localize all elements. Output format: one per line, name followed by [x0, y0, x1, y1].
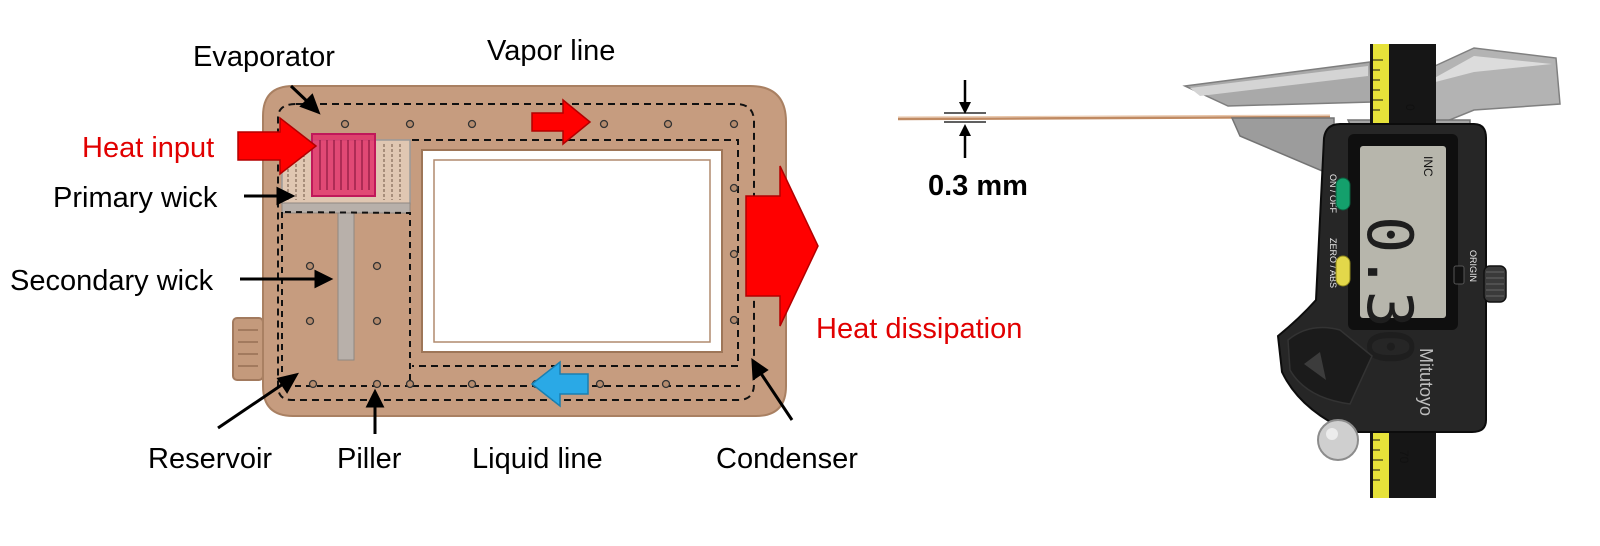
- pillar: [405, 119, 415, 129]
- origin-text: ORIGIN: [1468, 250, 1478, 282]
- pillar: [663, 119, 673, 129]
- secondary-wick: [337, 212, 355, 361]
- primary-wick-label: Primary wick: [53, 182, 218, 214]
- liquid-line-label: Liquid line: [472, 443, 603, 475]
- heat-dissipation-label: Heat dissipation: [816, 313, 1022, 345]
- heat-input-label: Heat input: [82, 132, 214, 164]
- zero-abs-text: ZERO / ABS: [1328, 238, 1338, 288]
- pillar: [467, 119, 477, 129]
- pillar: [729, 249, 739, 259]
- pillar: [729, 119, 739, 129]
- pillar: [661, 379, 671, 389]
- lcd-inc-indicator: INC: [1421, 156, 1435, 177]
- zero-abs-button: [1335, 255, 1351, 287]
- caliper-lower-jaw-fixed: [1230, 117, 1335, 178]
- pillar: [305, 261, 315, 271]
- pillar: [405, 379, 415, 389]
- secondary-wick-label: Secondary wick: [10, 265, 214, 297]
- piller-label: Piller: [337, 443, 402, 475]
- lcd-screen: [1360, 146, 1446, 318]
- lcd-reading: 0.30: [1353, 216, 1426, 365]
- pillar: [467, 379, 477, 389]
- pillar: [372, 316, 382, 326]
- pillar: [308, 379, 318, 389]
- pillar: [372, 261, 382, 271]
- thickness-label: 0.3 mm: [928, 170, 1028, 202]
- origin-button: [1453, 265, 1465, 285]
- scale-zero-label: 0: [1403, 104, 1417, 111]
- pillar: [729, 183, 739, 193]
- brand-logo-text: Mitutoyo: [1416, 348, 1436, 416]
- fill-tab: [232, 317, 264, 381]
- liquid-flow-arrow: [530, 360, 589, 408]
- window-frame: [421, 149, 723, 353]
- pillar: [340, 119, 350, 129]
- pillar: [372, 379, 382, 389]
- condenser-label: Condenser: [716, 443, 858, 475]
- digital-caliper: 0 70 INC 0.30 ON / OFF ZERO / ABS ORIGIN…: [1182, 44, 1561, 498]
- scale-seventy-label: 70: [1397, 450, 1411, 464]
- pillar: [599, 119, 609, 129]
- heat-input-arrow: [237, 116, 318, 176]
- heat-dissipation-arrow: [745, 165, 819, 327]
- reservoir-label: Reservoir: [148, 443, 272, 475]
- pillar: [305, 316, 315, 326]
- pointer-arrows: [217, 84, 794, 434]
- pillars: [305, 119, 739, 389]
- evaporator-label: Evaporator: [193, 41, 335, 73]
- pillar: [595, 379, 605, 389]
- evaporator-heater-patch: [311, 133, 376, 197]
- vapor-flow-arrow: [531, 98, 592, 146]
- depth-rod-knob: [1317, 419, 1359, 461]
- vapor-line-label: Vapor line: [487, 35, 615, 67]
- on-off-text: ON / OFF: [1328, 174, 1338, 213]
- pillar: [729, 315, 739, 325]
- on-off-button: [1335, 177, 1351, 211]
